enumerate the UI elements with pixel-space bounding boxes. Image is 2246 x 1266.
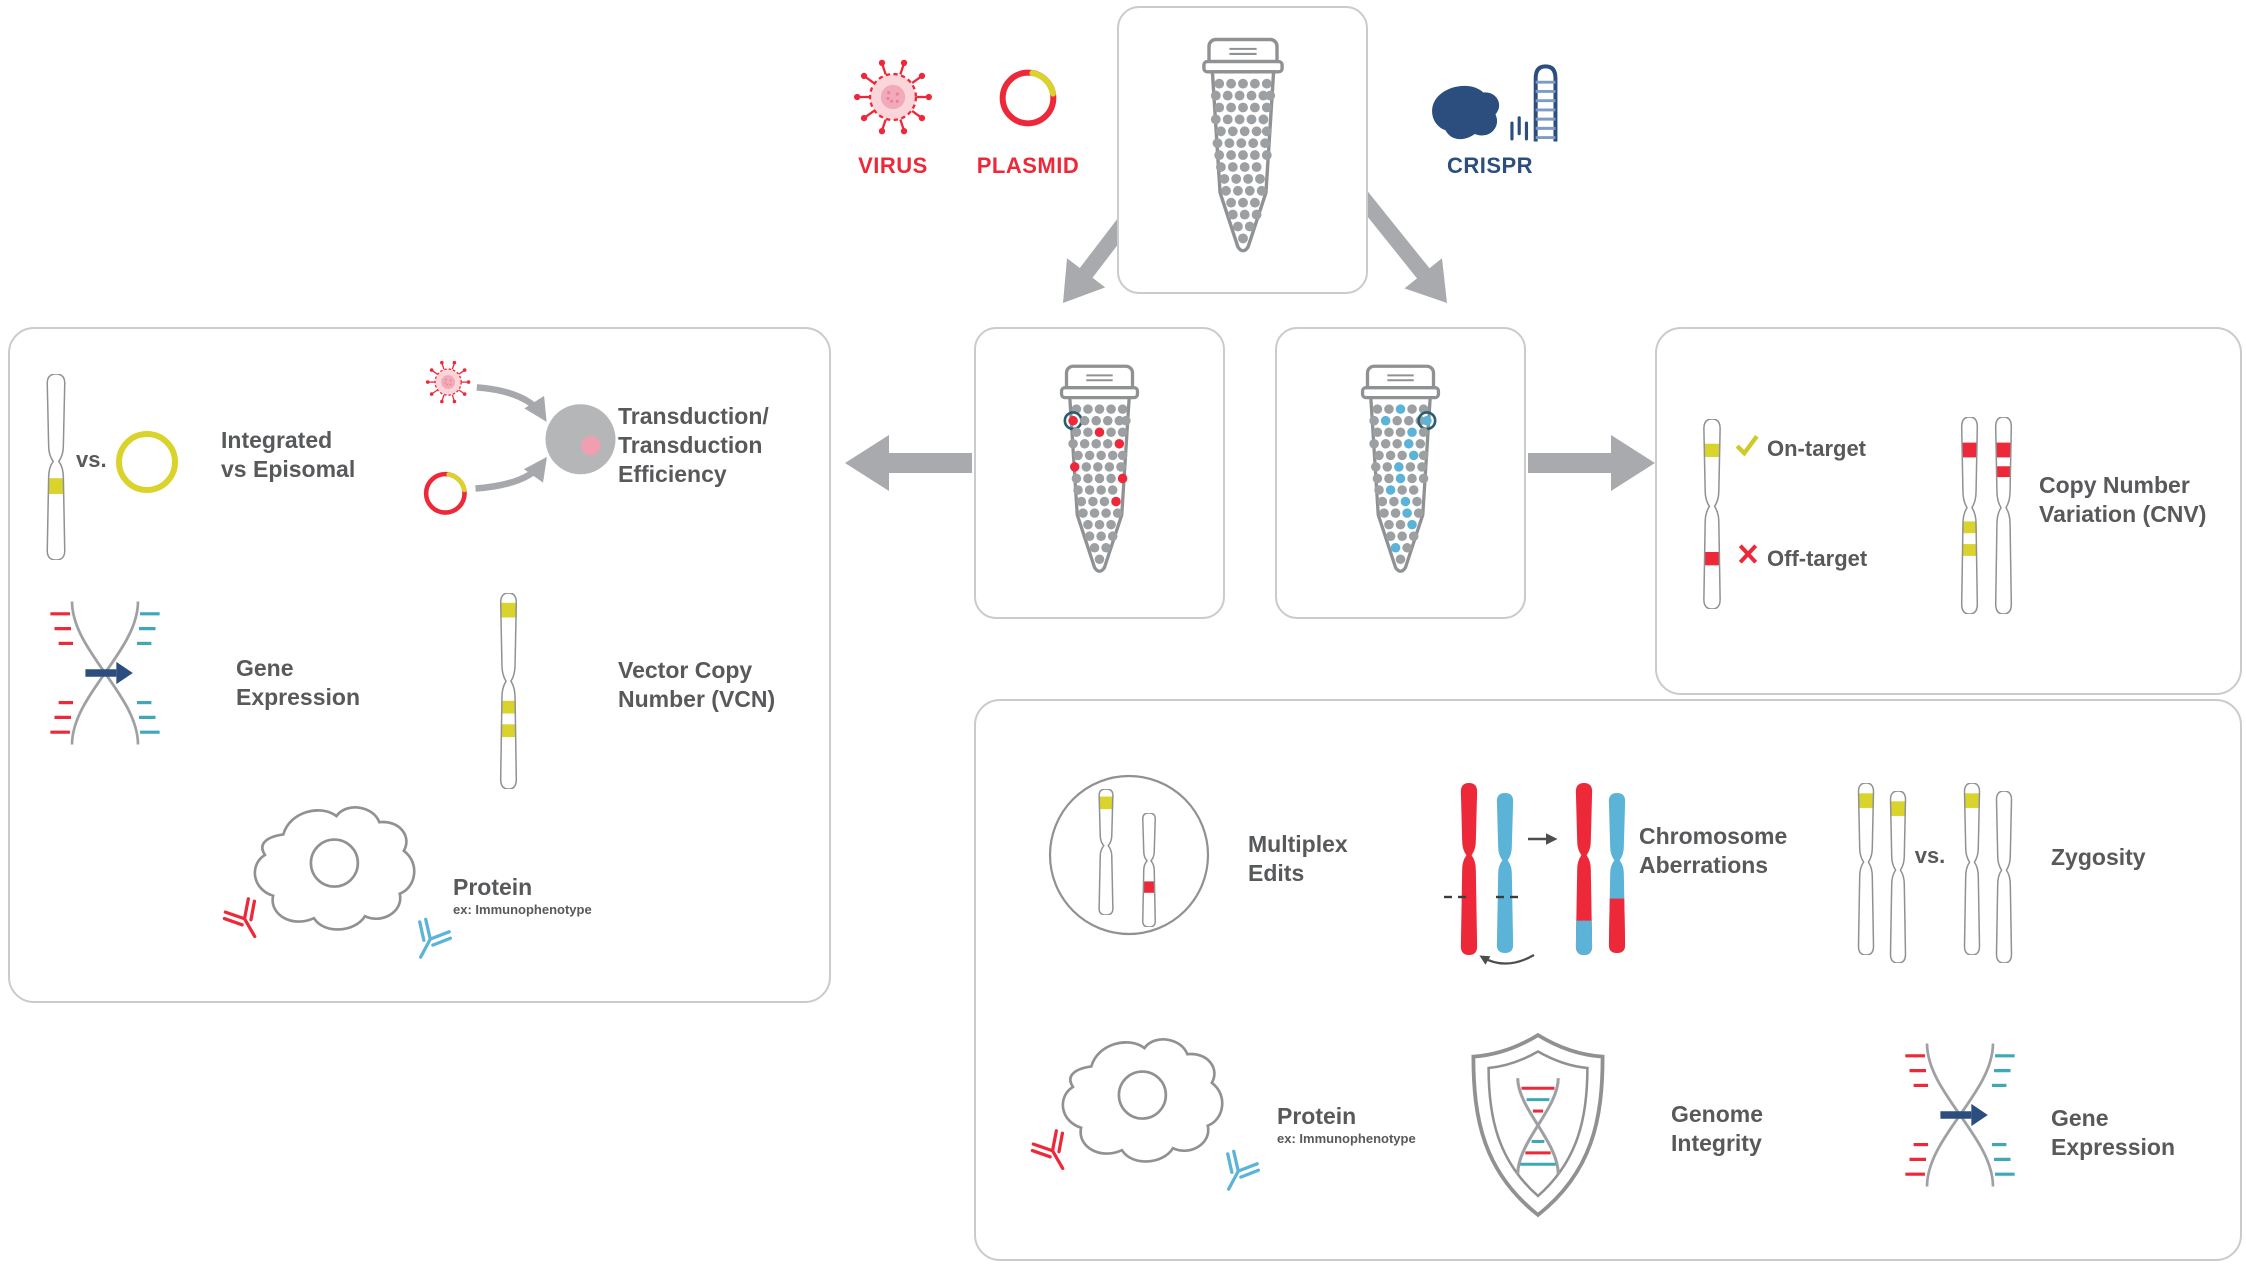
x-icon: [1738, 544, 1758, 564]
aberration-chromosome-red-icon: [1456, 783, 1482, 955]
zygosity-chromosome-icon-2: [1886, 791, 1910, 963]
viral-plasmid-sample-tube-box: [974, 327, 1225, 619]
chromosome-aberrations-icon: [1442, 775, 1648, 975]
zygosity-chromosome-icon-3: [1960, 783, 1984, 955]
transduction-title: Transduction/ Transduction Efficiency: [618, 403, 769, 487]
zygosity-vs-label: vs.: [1914, 843, 1946, 868]
crispr-sample-tube-box: [1275, 327, 1526, 619]
integrated-episomal-title: Integrated vs Episomal: [221, 427, 356, 482]
zygosity-chromosome-icon-1: [1854, 783, 1878, 955]
zygosity-icon: vs.: [1854, 781, 2024, 963]
virus-label: VIRUS: [858, 153, 928, 178]
aberration-chromosome-blue-icon: [1492, 793, 1518, 953]
crispr-target-analyses-panel: On-target Off-target Copy Number Variati…: [1655, 327, 2242, 695]
transduction-efficiency-icon: [408, 360, 616, 530]
zygosity-title: Zygosity: [2051, 844, 2146, 870]
virus-icon: [852, 58, 934, 136]
protein-title: Protein: [453, 874, 533, 900]
genome-integrity-shield-icon: [1471, 1032, 1605, 1218]
zygosity-chromosome-icon-4: [1992, 791, 2016, 963]
protein-cell-icon: [220, 795, 460, 975]
cnv-title: Copy Number Variation (CNV): [2039, 472, 2207, 527]
cell-nucleus-icon: [581, 436, 601, 456]
transduced-sample-tube-icon: [1017, 358, 1182, 589]
protein-subtitle: ex: Immunophenotype: [1277, 1131, 1416, 1146]
viral-plasmid-analyses-panel: vs. Integrated vs Episomal Transduction/…: [8, 327, 831, 1003]
sample-tube-icon: [1158, 31, 1328, 269]
gene-expression-icon: [1893, 1041, 2027, 1189]
gene-expression-icon: [38, 599, 172, 747]
protein-subtitle: ex: Immunophenotype: [453, 902, 592, 917]
multiplex-title: Multiplex Edits: [1248, 831, 1348, 886]
integrated-chromosome-icon: [42, 374, 70, 560]
vcn-title: Vector Copy Number (VCN): [618, 657, 776, 712]
guide-rna-icon: [1510, 64, 1558, 142]
target-chromosome-icon: [1699, 419, 1725, 609]
protein-cell-icon: [1028, 1027, 1268, 1207]
plasmid-label: PLASMID: [976, 153, 1080, 178]
cas9-protein-icon: [1432, 85, 1500, 140]
gene-expression-title: Gene Expression: [236, 655, 360, 710]
aberrations-title: Chromosome Aberrations: [1639, 823, 1788, 878]
episomal-plasmid-icon: [116, 431, 178, 493]
source-sample-tube-box: [1117, 6, 1368, 294]
cnv-chromosome-icon-1: [1957, 417, 1982, 614]
multiplex-edits-icon: [1047, 773, 1211, 937]
plasmid-icon: [996, 66, 1060, 130]
crispr-analyses-panel: Multiplex Edits Chromosome Aberrations v…: [974, 699, 2242, 1261]
vcn-chromosome-icon: [496, 593, 521, 789]
integrated-vs-label: vs.: [76, 447, 107, 472]
crispr-label: CRISPR: [1446, 153, 1534, 178]
cell-icon: [545, 404, 616, 475]
gene-expression-title: Gene Expression: [2051, 1105, 2175, 1160]
off-target-label: Off-target: [1767, 546, 1868, 571]
crispr-edited-sample-tube-icon: [1318, 358, 1483, 589]
aberration-translocated-blue-icon: [1604, 793, 1630, 953]
cnv-chromosome-icon-2: [1991, 417, 2016, 614]
genome-integrity-title: Genome Integrity: [1671, 1101, 1764, 1156]
check-icon: [1735, 434, 1759, 457]
multiplex-chromosome-icon-1: [1095, 789, 1117, 915]
on-target-label: On-target: [1767, 436, 1866, 461]
multiplex-chromosome-icon-2: [1139, 813, 1159, 927]
protein-title: Protein: [1277, 1103, 1357, 1129]
aberration-translocated-red-icon: [1571, 783, 1597, 955]
